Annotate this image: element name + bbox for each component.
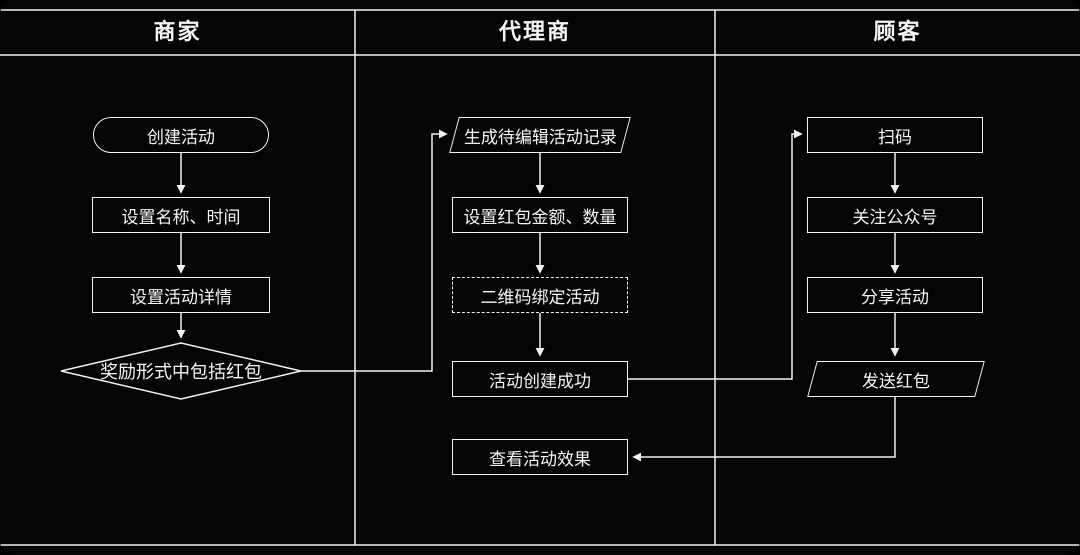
- node-generate-pending-record: 生成待编辑活动记录: [449, 117, 631, 153]
- node-label: 创建活动: [147, 127, 215, 148]
- node-label: 设置红包金额、数量: [463, 207, 617, 228]
- node-scan-code: 扫码: [807, 117, 983, 153]
- node-set-redpacket-amount: 设置红包金额、数量: [452, 197, 628, 233]
- node-label: 发送红包: [862, 371, 930, 392]
- node-label: 扫码: [878, 127, 912, 148]
- node-set-name-time: 设置名称、时间: [92, 197, 270, 233]
- lane-header-agent: 代理商: [498, 20, 571, 45]
- node-follow-official-account: 关注公众号: [807, 197, 983, 233]
- node-label: 活动创建成功: [489, 371, 591, 392]
- node-set-activity-detail: 设置活动详情: [92, 277, 270, 313]
- node-qrcode-bind-activity: 二维码绑定活动: [452, 277, 628, 313]
- node-label: 关注公众号: [852, 207, 938, 228]
- node-share-activity: 分享活动: [807, 277, 983, 313]
- node-send-redpacket: 发送红包: [807, 361, 985, 397]
- node-activity-create-success: 活动创建成功: [452, 361, 628, 397]
- arrow-diamond-to-record: [301, 129, 448, 372]
- node-label: 设置活动详情: [130, 287, 232, 308]
- node-label: 二维码绑定活动: [480, 287, 600, 308]
- node-reward-includes-redpacket: 奖励形式中包括红包: [66, 353, 296, 389]
- node-view-activity-results: 查看活动效果: [452, 439, 628, 475]
- node-label: 生成待编辑活动记录: [463, 127, 617, 148]
- node-label: 分享活动: [861, 287, 929, 308]
- lane-header-merchant: 商家: [153, 20, 202, 45]
- node-label: 设置名称、时间: [121, 207, 241, 228]
- arrow-success-to-scan: [628, 129, 803, 380]
- lane-header-customer: 顾客: [873, 20, 922, 45]
- node-label: 查看活动效果: [489, 449, 591, 470]
- flow-arrows: [176, 129, 900, 462]
- node-label: 奖励形式中包括红包: [100, 362, 262, 383]
- swimlane-frame: [0, 9, 1080, 546]
- node-create-activity: 创建活动: [93, 117, 269, 153]
- arrow-send-to-results: [632, 397, 896, 462]
